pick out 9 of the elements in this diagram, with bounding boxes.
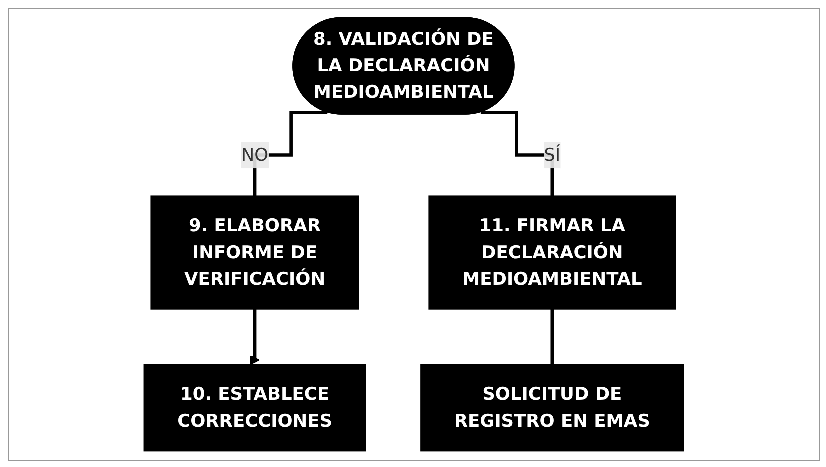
connector: [550, 308, 554, 366]
arrow: [250, 308, 260, 366]
edge-label: SÍ: [544, 144, 561, 166]
node-box: SOLICITUD DE REGISTRO EN EMAS: [420, 364, 684, 452]
node-box: 11. FIRMAR LA DECLARACIÓN MEDIOAMBIENTAL: [428, 196, 676, 310]
node-box: 10. ESTABLECE CORRECCIONES: [144, 364, 366, 452]
node-box: 9. ELABORAR INFORME DE VERIFICACIÓN: [150, 196, 360, 310]
connector: [480, 110, 554, 198]
edge-label: NO: [241, 144, 269, 166]
